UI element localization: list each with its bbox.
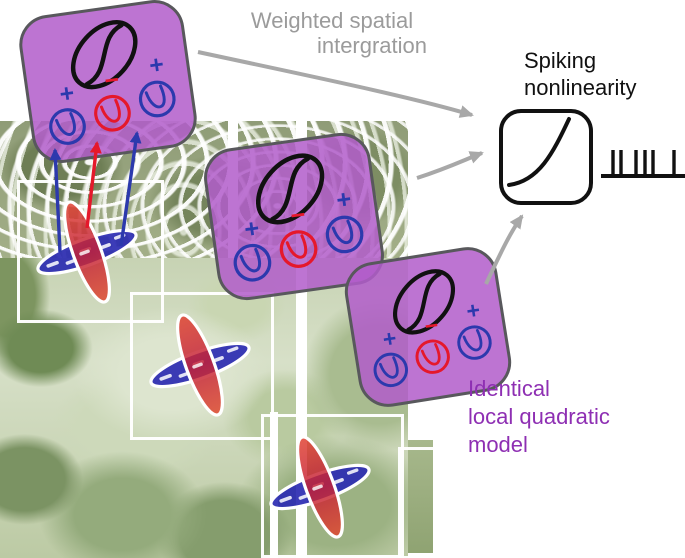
excitatory-sign: +: [381, 325, 398, 353]
spiking-label-line1: Spiking: [524, 48, 597, 73]
weighted-spatial-label-line1: Weighted spatial: [250, 8, 414, 33]
excitatory-sign: +: [58, 80, 76, 109]
local-quadratic-model-box: + − +: [15, 0, 201, 167]
quadratic-filter-icon: [70, 20, 138, 90]
inhibitory-sign: −: [289, 201, 308, 231]
receptive-field-box: [261, 414, 404, 558]
excitatory-sign: +: [464, 296, 481, 324]
local-quadratic-model-box: + − +: [340, 242, 516, 412]
receptive-field-box: [398, 447, 489, 558]
spiking-label-line2: nonlinearity: [524, 75, 637, 100]
spike-train-icon: [601, 150, 685, 178]
squaring-subunit-icon: [233, 243, 272, 282]
squaring-subunit-icon: [457, 325, 492, 360]
squaring-subunit-icon: [373, 352, 408, 388]
receptive-field-box: [130, 292, 274, 440]
excitatory-sign: +: [335, 185, 354, 215]
squaring-subunit-icon: [325, 215, 364, 254]
quadratic-filter-icon: [393, 269, 456, 335]
excitatory-sign: +: [148, 51, 166, 80]
photo-tile-gap: [296, 121, 307, 558]
inhibitory-sign: −: [423, 311, 440, 339]
identical-label-line1: Identical: [468, 376, 550, 401]
squaring-subunit-icon: [138, 80, 176, 118]
identical-label-line3: model: [468, 432, 528, 457]
squaring-subunit-icon: [94, 94, 131, 132]
excitatory-sign: +: [243, 214, 262, 244]
squaring-subunit-icon: [49, 108, 86, 145]
squaring-subunit-icon: [279, 230, 318, 268]
weighted-spatial-label-line2: intergration: [316, 33, 428, 58]
nature-photo-tile: [408, 440, 433, 553]
quadratic-filter-icon: [255, 153, 325, 225]
local-quadratic-model-box: + − +: [200, 129, 388, 304]
identical-label-line2: local quadratic: [468, 404, 610, 429]
spiking-nonlinearity-box: [499, 109, 593, 205]
nonlinearity-curve-icon: [507, 117, 571, 187]
inhibitory-sign: −: [103, 66, 121, 95]
spiking-nonlinearity-label: Spiking nonlinearity: [524, 47, 637, 101]
squaring-subunit-icon: [415, 339, 450, 374]
identical-model-label: Identical local quadratic model: [468, 375, 610, 459]
